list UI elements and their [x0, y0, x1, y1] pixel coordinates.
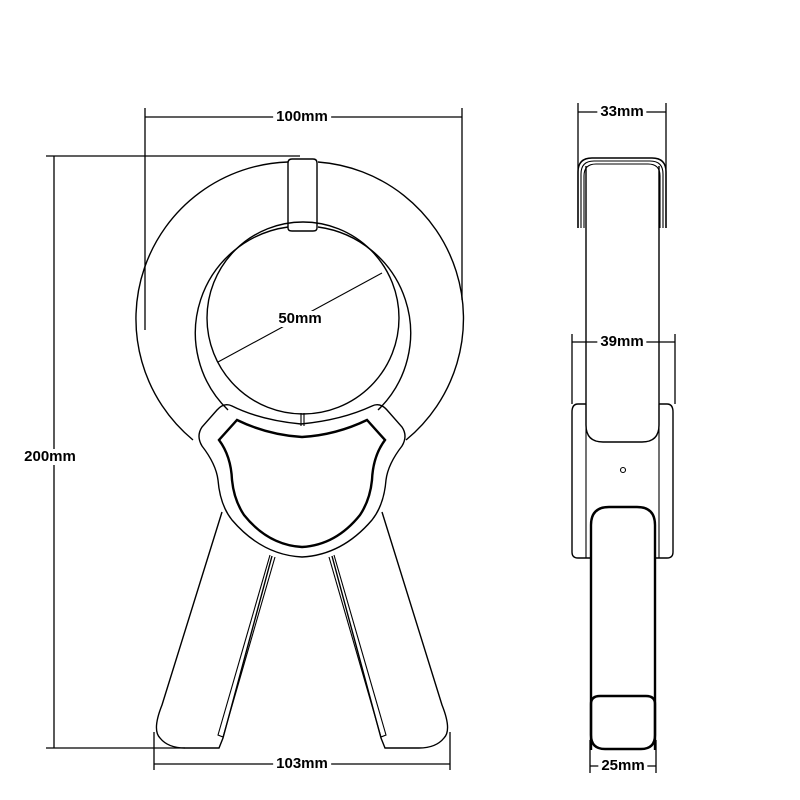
head-body-outer — [198, 403, 406, 558]
right-handle — [331, 511, 449, 749]
side-top-clip-inner — [583, 163, 661, 228]
dimension-width-label: 100mm — [273, 109, 331, 125]
side-jaw-body — [585, 166, 660, 443]
jaw-top-clip — [287, 158, 318, 232]
head-display-window — [217, 418, 387, 549]
side-indicator-dot — [619, 466, 627, 474]
dimension-jaw-thickness-label: 33mm — [597, 104, 647, 120]
left-handle — [155, 511, 273, 749]
side-handle-end-cap — [589, 694, 657, 751]
side-top-clip-mid — [580, 160, 664, 228]
side-handle — [589, 505, 657, 750]
dimension-handle-span-label: 103mm — [273, 756, 331, 772]
side-top-clip-outer — [577, 157, 667, 228]
right-handle-inner-strip — [328, 554, 387, 738]
dimension-height-label: 200mm — [21, 449, 79, 465]
side-central-body — [571, 403, 674, 559]
dimension-diameter-label: 50mm — [275, 311, 325, 327]
side-view — [571, 157, 674, 751]
front-view — [135, 158, 465, 749]
jaw-opening — [206, 221, 400, 415]
outer-jaw-ring — [135, 161, 465, 441]
front-dimensions — [46, 108, 463, 770]
dimension-handle-thickness-label: 25mm — [598, 758, 648, 774]
dimension-body-thickness-label: 39mm — [597, 334, 647, 350]
middle-jaw-ring — [194, 226, 412, 411]
left-handle-inner-strip — [217, 554, 276, 738]
